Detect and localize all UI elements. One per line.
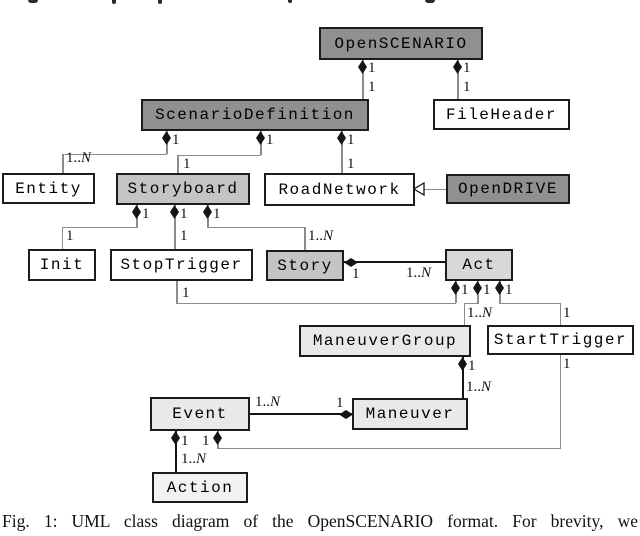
edge-segment	[177, 155, 179, 173]
multiplicity-label: 1	[347, 132, 355, 148]
composition-diamond-icon	[339, 410, 353, 419]
class-box-openscenario: OpenSCENARIO	[319, 27, 483, 60]
multiplicity-label: 1	[505, 282, 513, 298]
composition-diamond-icon	[453, 60, 462, 74]
composition-diamond-icon	[337, 131, 346, 145]
edge-segment	[175, 431, 177, 472]
multiplicity-label: 1	[563, 305, 571, 321]
multiplicity-label: 1	[461, 282, 469, 298]
edge-segment	[499, 302, 561, 304]
multiplicity-label: 1	[468, 358, 476, 374]
edge-segment	[250, 413, 352, 415]
multiplicity-label: 1..N	[466, 379, 492, 395]
edge-segment	[304, 227, 306, 250]
edge-segment	[362, 60, 364, 99]
class-box-init: Init	[28, 249, 96, 281]
composition-diamond-icon	[203, 205, 212, 219]
edge-segment	[344, 261, 445, 263]
composition-diamond-icon	[170, 205, 179, 219]
composition-diamond-icon	[162, 131, 171, 145]
edge-segment	[462, 357, 464, 398]
multiplicity-label: 1	[182, 285, 190, 301]
edge-segment	[463, 302, 479, 304]
edge-segment	[62, 154, 64, 173]
multiplicity-label: 1	[66, 228, 74, 244]
multiplicity-label: 1..N	[308, 228, 334, 244]
edge-segment	[176, 302, 456, 304]
edge-segment	[341, 131, 343, 173]
edge-segment	[62, 153, 167, 155]
figure-caption: Fig. 1: UML class diagram of the OpenSCE…	[2, 511, 638, 531]
class-box-starttrigger: StartTrigger	[487, 325, 634, 355]
composition-diamond-icon	[171, 431, 180, 445]
composition-diamond-icon	[358, 60, 367, 74]
multiplicity-label: 1	[483, 282, 491, 298]
multiplicity-label: 1..N	[255, 394, 281, 410]
composition-diamond-icon	[344, 258, 358, 267]
edge-segment	[463, 303, 465, 325]
multiplicity-label: 1	[463, 60, 471, 76]
multiplicity-label: 1	[368, 79, 376, 95]
text-descender-mark	[28, 0, 38, 3]
composition-diamond-icon	[473, 281, 482, 295]
edge-segment	[174, 205, 176, 249]
multiplicity-label: 1	[368, 60, 376, 76]
multiplicity-label: 1	[172, 132, 180, 148]
class-box-storyboard: Storyboard	[116, 173, 250, 205]
multiplicity-label: 1	[266, 132, 274, 148]
multiplicity-label: 1	[180, 206, 188, 222]
multiplicity-label: 1	[181, 433, 189, 449]
composition-diamond-icon	[458, 357, 467, 371]
class-box-maneuver: Maneuver	[352, 398, 468, 430]
class-box-action: Action	[152, 472, 248, 503]
text-descender-mark	[288, 0, 292, 3]
edge-segment	[61, 227, 63, 249]
multiplicity-label: 1	[213, 206, 221, 222]
class-box-maneuvergroup: ManeuverGroup	[299, 325, 471, 357]
multiplicity-label: 1	[183, 156, 191, 172]
multiplicity-label: 1..N	[406, 265, 432, 281]
edge-segment	[176, 281, 178, 303]
multiplicity-label: 1	[563, 356, 571, 372]
edge-segment	[457, 60, 459, 99]
multiplicity-label: 1	[347, 156, 355, 172]
composition-diamond-icon	[213, 431, 222, 445]
class-box-opendrive: OpenDRIVE	[446, 174, 570, 204]
composition-diamond-icon	[495, 281, 504, 295]
edge-segment	[207, 226, 305, 228]
text-descender-mark	[112, 0, 116, 4]
class-box-act: Act	[445, 249, 513, 281]
multiplicity-label: 1	[463, 79, 471, 95]
class-box-story: Story	[266, 250, 344, 281]
class-box-fileheader: FileHeader	[433, 99, 570, 130]
edge-segment	[217, 447, 561, 449]
multiplicity-label: 1	[202, 433, 210, 449]
generalization-arrow-icon	[412, 181, 425, 197]
multiplicity-label: 1	[142, 206, 150, 222]
composition-diamond-icon	[451, 281, 460, 295]
multiplicity-label: 1..N	[66, 150, 92, 166]
edge-segment	[559, 303, 561, 325]
class-box-entity: Entity	[2, 173, 95, 204]
multiplicity-label: 1	[352, 266, 360, 282]
edge-segment	[177, 154, 261, 156]
class-box-scenariodefinition: ScenarioDefinition	[141, 99, 369, 131]
composition-diamond-icon	[256, 131, 265, 145]
edge-segment	[61, 226, 138, 228]
edge-segment	[424, 188, 446, 190]
multiplicity-label: 1..N	[181, 451, 207, 467]
class-box-stoptrigger: StopTrigger	[110, 249, 253, 281]
text-descender-mark	[425, 0, 435, 3]
multiplicity-label: 1	[180, 228, 188, 244]
composition-diamond-icon	[132, 205, 141, 219]
class-box-roadnetwork: RoadNetwork	[264, 173, 415, 206]
text-descender-mark	[158, 0, 162, 4]
multiplicity-label: 1..N	[467, 305, 493, 321]
multiplicity-label: 1	[336, 395, 344, 411]
class-box-event: Event	[150, 397, 250, 431]
edge-segment	[559, 355, 561, 449]
